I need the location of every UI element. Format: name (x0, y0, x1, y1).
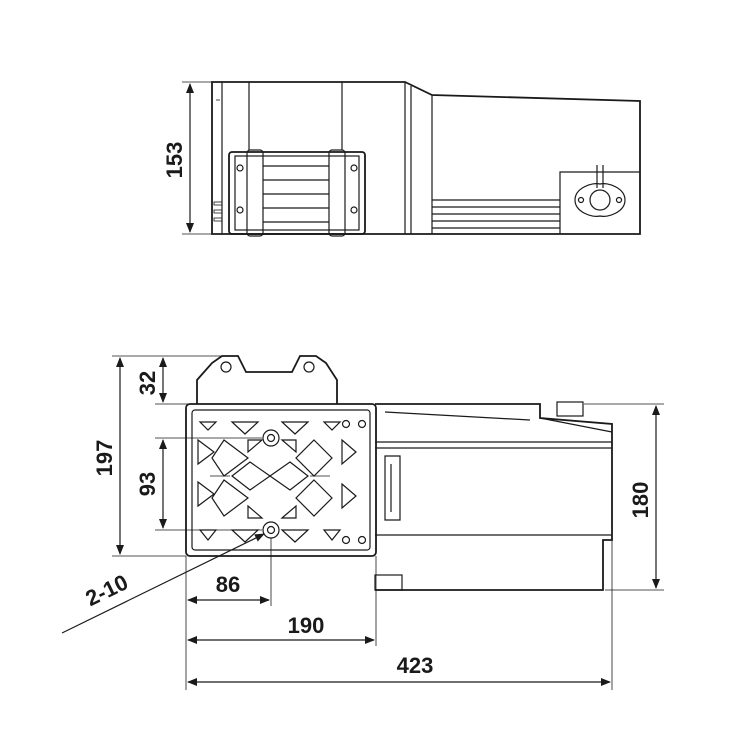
side-view-pedal-plate (185, 403, 377, 557)
dim-pedal-length: 190 (187, 613, 375, 644)
side-view-cap (556, 401, 584, 417)
dim-pedal-length-label: 190 (288, 613, 325, 638)
side-view-hinge (196, 355, 338, 404)
dim-hinge-height-label: 32 (135, 371, 160, 395)
dim-top-height-label: 153 (162, 142, 187, 179)
side-view-foot (374, 574, 403, 591)
side-view-housing-line (384, 411, 531, 421)
side-view-tab (384, 455, 401, 521)
dim-holes-label: 2-10 (81, 569, 132, 611)
top-view: 153 (162, 81, 641, 237)
dim-hole-offset-label: 86 (216, 572, 240, 597)
pedal-lattice (197, 421, 357, 543)
top-view-cable-inlet (559, 165, 640, 234)
dim-side-height: 180 (584, 403, 664, 591)
side-view-housing-line (539, 417, 613, 433)
dim-total-height-label: 197 (92, 440, 117, 477)
dim-hinge-height: 32 (135, 357, 197, 405)
pedal-mounting-holes (262, 419, 367, 545)
dim-side-height-label: 180 (628, 482, 653, 519)
dim-top-height: 153 (162, 81, 212, 235)
dim-total-length-label: 423 (397, 653, 434, 678)
dim-hole-spacing-label: 93 (135, 472, 160, 496)
dim-hole-offset: 86 (187, 572, 270, 604)
dim-total-length: 423 (187, 653, 611, 686)
top-view-slots (213, 201, 223, 222)
top-view-hinge-block (228, 149, 366, 237)
side-view: 197 32 93 180 86 (61, 355, 664, 690)
dim-hole-spacing: 93 (135, 437, 262, 531)
dim-total-height: 197 (92, 355, 222, 557)
side-view-housing (375, 403, 613, 591)
top-view-outline (211, 81, 641, 235)
top-view-ribs (432, 199, 560, 229)
